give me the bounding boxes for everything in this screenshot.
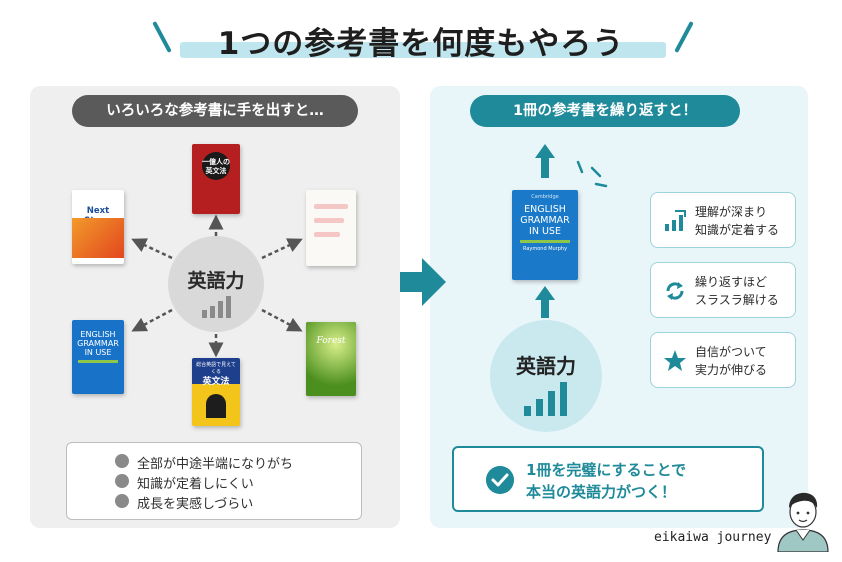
book-r-l2: GRAMMAR: [520, 215, 570, 226]
book-next-stage: Next Stage: [72, 190, 124, 264]
bar-chart-icon: [665, 210, 686, 231]
check-circle-icon: [486, 466, 514, 494]
result-text: 1冊を完璧にすることで 本当の英語力がつく！: [526, 461, 687, 501]
book-egiu-l3: IN USE: [84, 348, 112, 357]
repeat-icon: [666, 282, 684, 300]
book-r-l1: ENGLISH: [524, 204, 566, 215]
book-eibunpo-yellow: 総合英語で見えてくる 英文法: [192, 358, 240, 426]
book-forest-title: Forest: [316, 336, 346, 346]
title-highlight: [180, 42, 666, 58]
feature-text: 理解が深まり 知識が定着する: [695, 205, 780, 237]
feature-text: 繰り返すほど スラスラ解ける: [695, 275, 779, 307]
right-header: 1冊の参考書を繰り返すと！: [470, 95, 740, 127]
bar-chart-icon: [524, 382, 567, 416]
book-r-publisher: Cambridge: [531, 194, 559, 200]
book-english-grammar-in-use-left: ENGLISH GRAMMAR IN USE: [72, 320, 124, 394]
avatar: [777, 492, 829, 552]
right-hub-label: 英語力: [516, 354, 576, 378]
title-area: 1つの参考書を何度もやろう: [0, 14, 842, 64]
feature-card: 繰り返すほど スラスラ解ける: [650, 262, 796, 318]
left-header: いろいろな参考書に手を出すと…: [72, 95, 358, 127]
book-yellow-title: 英文法: [202, 377, 230, 387]
book-blurred: [306, 190, 356, 266]
book-forest: Forest: [306, 322, 356, 396]
book-cover-circle: [202, 152, 230, 180]
bar-chart-icon: [202, 296, 231, 318]
left-hub: 英語力: [168, 236, 264, 332]
book-english-grammar-in-use-right: Cambridge ENGLISH GRAMMAR IN USE Raymond…: [512, 190, 578, 280]
right-hub: 英語力: [490, 320, 602, 432]
check-circle-icon: [115, 494, 129, 508]
check-circle-icon: [115, 454, 129, 468]
star-icon: [664, 350, 686, 371]
book-yellow-sub: 総合英語で見えてくる: [196, 362, 236, 375]
brand-label: eikaiwa journey: [654, 530, 772, 545]
book-next-cover: [72, 218, 124, 258]
book-r-author: Raymond Murphy: [522, 246, 568, 252]
book-r-l3: IN USE: [529, 226, 561, 237]
transition-arrow-icon: [400, 258, 446, 306]
feature-text: 自信がついて 実力が伸びる: [695, 345, 768, 377]
page-title: 1つの参考書を何度もやろう: [217, 26, 625, 62]
book-ichiokunin: 一億人の英文法: [192, 144, 240, 214]
book-egiu-l1: ENGLISH: [80, 330, 116, 339]
book-red-title: 一億人の英文法: [202, 158, 230, 175]
check-circle-icon: [115, 474, 129, 488]
result-box: 1冊を完璧にすることで 本当の英語力がつく！: [452, 446, 764, 512]
left-checklist: 全部が中途半端になりがち 知識が定着しにくい 成長を実感しづらい: [66, 442, 362, 520]
feature-card: 理解が深まり 知識が定着する: [650, 192, 796, 248]
feature-card: 自信がついて 実力が伸びる: [650, 332, 796, 388]
book-egiu-l2: GRAMMAR: [77, 339, 119, 348]
left-hub-label: 英語力: [187, 270, 245, 292]
